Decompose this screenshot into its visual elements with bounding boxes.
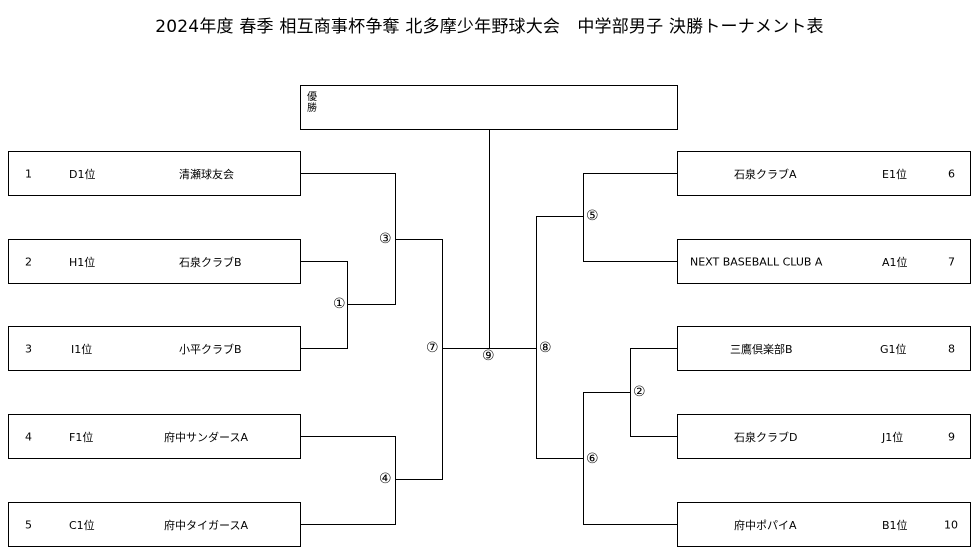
match-label-6: ⑥ — [585, 451, 600, 467]
team-name: 清瀬球友会 — [179, 167, 234, 181]
bracket-line — [395, 348, 443, 480]
team-name: 石泉クラブB — [179, 255, 242, 269]
team-seed: I1位 — [71, 342, 93, 356]
team-name: 府中タイガースA — [164, 518, 248, 532]
bracket-line — [301, 173, 396, 239]
team-number: 9 — [948, 430, 955, 443]
team-box-left-4: 4 F1位 府中サンダースA — [8, 414, 301, 459]
team-number: 6 — [948, 167, 955, 180]
champion-label-2: 勝 — [307, 103, 317, 114]
team-seed: J1位 — [882, 430, 904, 444]
team-number: 4 — [25, 430, 32, 443]
team-seed: G1位 — [880, 342, 907, 356]
team-seed: D1位 — [69, 167, 96, 181]
team-box-left-1: 1 D1位 清瀬球友会 — [8, 151, 301, 196]
champion-label-1: 優 — [307, 92, 317, 103]
team-seed: A1位 — [882, 255, 908, 269]
team-seed: F1位 — [69, 430, 94, 444]
team-seed: E1位 — [882, 167, 907, 181]
match-label-1: ① — [332, 296, 347, 312]
bracket-line — [536, 216, 584, 349]
team-name: 府中サンダースA — [164, 430, 248, 444]
match-label-9: ⑨ — [481, 348, 496, 364]
bracket-line — [347, 239, 396, 305]
team-box-left-5: 5 C1位 府中タイガースA — [8, 502, 301, 547]
team-seed: B1位 — [882, 518, 908, 532]
team-seed: H1位 — [69, 255, 96, 269]
team-box-left-3: 3 I1位 小平クラブB — [8, 326, 301, 371]
match-label-2: ② — [632, 384, 647, 400]
bracket-line — [301, 436, 396, 525]
team-name: 三鷹倶楽部B — [730, 342, 793, 356]
team-number: 5 — [25, 518, 32, 531]
champion-box: 優 勝 — [300, 85, 678, 130]
team-number: 2 — [25, 255, 32, 268]
team-name: NEXT BASEBALL CLUB A — [690, 255, 823, 268]
team-name: 石泉クラブA — [734, 167, 797, 181]
page-title: 2024年度 春季 相互商事杯争奪 北多摩少年野球大会 中学部男子 決勝トーナメ… — [155, 17, 824, 37]
team-seed: C1位 — [69, 518, 95, 532]
match-label-3: ③ — [378, 231, 393, 247]
team-box-right-6: 石泉クラブA E1位 6 — [677, 151, 971, 196]
team-number: 10 — [944, 518, 958, 531]
bracket-line — [583, 173, 677, 262]
team-number: 8 — [948, 342, 955, 355]
team-name: 石泉クラブD — [734, 430, 798, 444]
team-box-right-7: NEXT BASEBALL CLUB A A1位 7 — [677, 239, 971, 284]
team-number: 1 — [25, 167, 32, 180]
match-label-8: ⑧ — [538, 340, 553, 356]
team-box-left-2: 2 H1位 石泉クラブB — [8, 239, 301, 284]
team-box-right-10: 府中ポパイA B1位 10 — [677, 502, 971, 547]
team-box-right-9: 石泉クラブD J1位 9 — [677, 414, 971, 459]
match-label-4: ④ — [378, 471, 393, 487]
bracket-line — [395, 239, 443, 349]
match-label-7: ⑦ — [425, 340, 440, 356]
team-number: 7 — [948, 255, 955, 268]
team-name: 府中ポパイA — [734, 518, 797, 532]
team-number: 3 — [25, 342, 32, 355]
team-box-right-8: 三鷹倶楽部B G1位 8 — [677, 326, 971, 371]
team-name: 小平クラブB — [179, 342, 242, 356]
bracket-line — [536, 348, 584, 459]
match-label-5: ⑤ — [585, 208, 600, 224]
